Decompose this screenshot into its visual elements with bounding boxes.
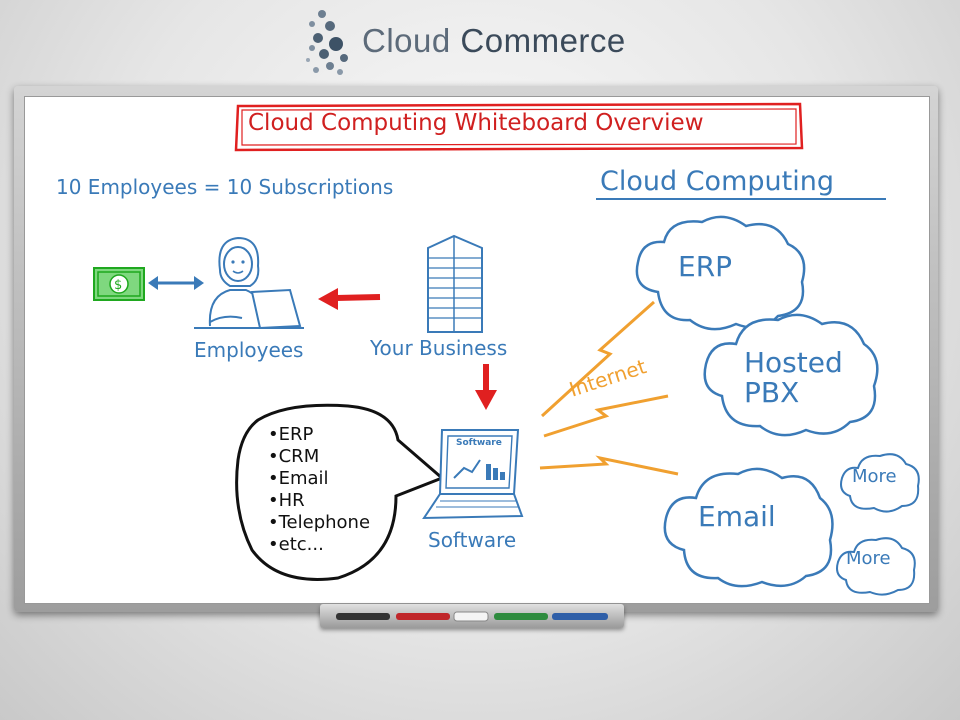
title-banner (234, 102, 804, 152)
heading-underline (596, 198, 886, 200)
software-list: •ERP •CRM •Email •HR •Telephone •etc... (268, 424, 370, 556)
logo-dots-icon (306, 10, 348, 75)
employees-label: Employees (194, 338, 304, 362)
brand-name-part1: Cloud (362, 22, 451, 59)
employee-at-laptop-icon (194, 236, 304, 330)
internet-connections (539, 300, 679, 476)
cloud-computing-heading: Cloud Computing (600, 166, 834, 197)
markers-icon (336, 611, 608, 622)
office-building-icon (427, 234, 483, 333)
erp-cloud-label: ERP (678, 250, 733, 283)
software-label: Software (428, 528, 517, 552)
more-cloud-2 (836, 537, 916, 596)
brand-name: Cloud Commerce (362, 22, 626, 60)
software-list-item-erp: •ERP (268, 424, 314, 445)
erp-cloud (635, 215, 806, 331)
red-arrow-down (475, 364, 497, 410)
hosted-pbx-cloud-line2: PBX (744, 376, 800, 409)
software-list-item-etc: •etc... (268, 534, 324, 555)
software-list-item-crm: •CRM (268, 446, 320, 467)
subscriptions-note: 10 Employees = 10 Subscriptions (56, 175, 394, 199)
software-list-bubble (235, 403, 445, 581)
more-cloud-1-label: More (852, 466, 897, 487)
software-list-item-email: •Email (268, 468, 329, 489)
payment-double-arrow (148, 276, 204, 290)
hosted-pbx-cloud (703, 313, 879, 437)
more-cloud-1 (840, 453, 920, 513)
laptop-screen-label: Software (456, 438, 502, 448)
more-cloud-2-label: More (846, 548, 891, 569)
software-list-item-telephone: •Telephone (268, 512, 371, 533)
software-list-item-hr: •HR (268, 490, 305, 511)
dollar-bill-icon: $ (93, 267, 145, 301)
board-title: Cloud Computing Whiteboard Overview (248, 110, 704, 136)
hosted-pbx-cloud-line1: Hosted (744, 346, 843, 379)
red-arrow-left (318, 288, 381, 310)
email-cloud (663, 467, 834, 588)
svg-text:$: $ (114, 278, 122, 293)
email-cloud-label: Email (698, 500, 776, 533)
your-business-label: Your Business (370, 336, 508, 360)
laptop-icon (422, 429, 524, 520)
brand-name-part2: Commerce (460, 22, 626, 59)
